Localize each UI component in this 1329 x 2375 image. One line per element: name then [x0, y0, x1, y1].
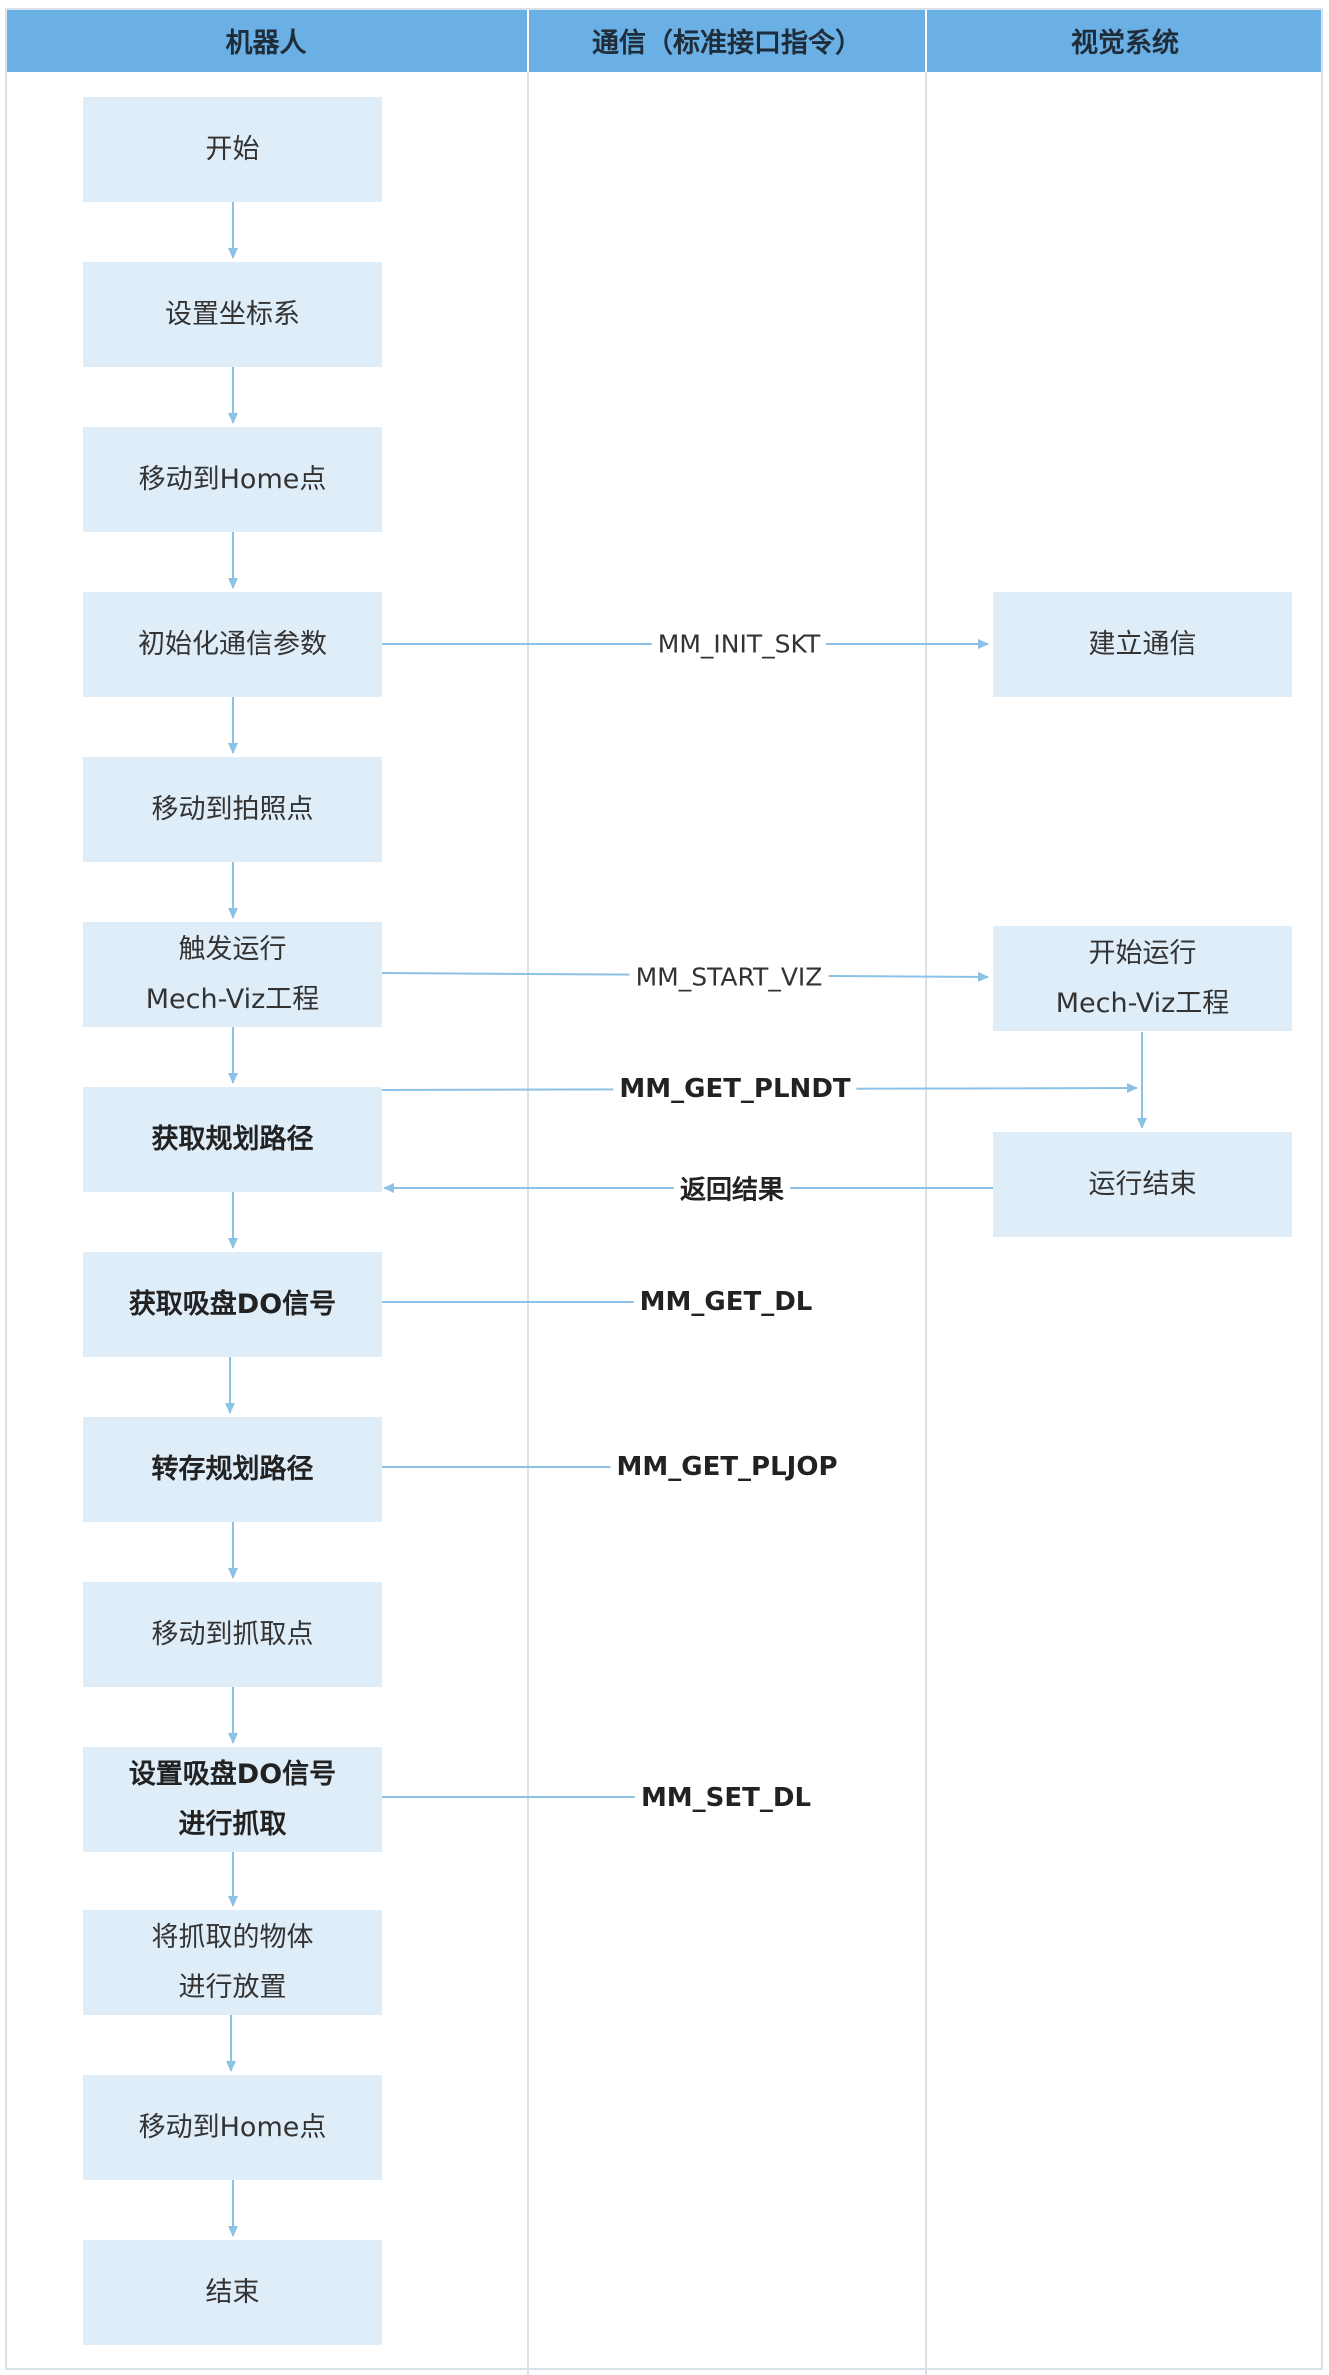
- cmd-label-set-dl: MM_SET_DL: [634, 1783, 818, 1813]
- vision-start-mech-viz-line2: Mech-Viz工程: [1055, 987, 1230, 1019]
- cmd-label-get-plndt: MM_GET_PLNDT: [613, 1074, 857, 1104]
- step-move-pick-point: 移动到抓取点: [83, 1582, 382, 1687]
- vision-run-end: 运行结束: [993, 1132, 1292, 1237]
- step-set-suction-do-pick-line2: 进行抓取: [178, 1808, 287, 1840]
- step-init-comm-params: 初始化通信参数: [83, 592, 382, 697]
- vision-start-mech-viz-line1: 开始运行: [1088, 937, 1197, 969]
- step-store-plan-path: 转存规划路径: [83, 1417, 382, 1522]
- step-move-home-2-label: 移动到Home点: [138, 2111, 327, 2143]
- lane-header-vision: 视觉系统: [927, 8, 1323, 72]
- lane-divider-comm: [527, 72, 529, 2375]
- vision-establish-comm-label: 建立通信: [1088, 628, 1197, 660]
- diagram-frame: [5, 8, 1323, 2370]
- step-move-photo-point-label: 移动到拍照点: [151, 793, 314, 825]
- cmd-label-return-result: 返回结果: [673, 1169, 791, 1207]
- step-get-suction-do-label: 获取吸盘DO信号: [128, 1288, 337, 1320]
- step-get-plan-path: 获取规划路径: [83, 1087, 382, 1192]
- lane-divider-vision: [925, 72, 927, 2375]
- cmd-label-init-skt: MM_INIT_SKT: [651, 629, 827, 659]
- step-set-coordinate-system: 设置坐标系: [83, 262, 382, 367]
- step-move-home-2: 移动到Home点: [83, 2075, 382, 2180]
- step-end-label: 结束: [205, 2276, 260, 2308]
- step-store-plan-path-label: 转存规划路径: [151, 1453, 314, 1485]
- step-end: 结束: [83, 2240, 382, 2345]
- step-set-suction-do-pick: 设置吸盘DO信号 进行抓取: [83, 1747, 382, 1852]
- step-set-suction-do-pick-line1: 设置吸盘DO信号: [128, 1758, 337, 1790]
- cmd-label-start-viz: MM_START_VIZ: [629, 962, 829, 992]
- cmd-label-get-dl: MM_GET_DL: [633, 1287, 819, 1317]
- step-start-label: 开始: [205, 133, 260, 165]
- lane-header-robot: 机器人: [5, 8, 527, 72]
- step-place-object-line2: 进行放置: [178, 1971, 287, 2003]
- lane-header-comm: 通信（标准接口指令）: [529, 8, 925, 72]
- step-move-home-1-label: 移动到Home点: [138, 463, 327, 495]
- vision-run-end-label: 运行结束: [1088, 1168, 1197, 1200]
- step-move-home-1: 移动到Home点: [83, 427, 382, 532]
- step-set-coordinate-system-label: 设置坐标系: [165, 298, 300, 330]
- vision-start-mech-viz: 开始运行 Mech-Viz工程: [993, 926, 1292, 1031]
- step-start: 开始: [83, 97, 382, 202]
- step-move-photo-point: 移动到拍照点: [83, 757, 382, 862]
- step-trigger-mech-viz-line2: Mech-Viz工程: [145, 983, 320, 1015]
- step-get-plan-path-label: 获取规划路径: [151, 1123, 314, 1155]
- step-place-object-line1: 将抓取的物体: [151, 1921, 314, 1953]
- step-trigger-mech-viz-line1: 触发运行: [178, 933, 287, 965]
- step-trigger-mech-viz: 触发运行 Mech-Viz工程: [83, 922, 382, 1027]
- step-place-object: 将抓取的物体 进行放置: [83, 1910, 382, 2015]
- vision-establish-comm: 建立通信: [993, 592, 1292, 697]
- cmd-label-get-pljop: MM_GET_PLJOP: [610, 1452, 844, 1482]
- step-get-suction-do: 获取吸盘DO信号: [83, 1252, 382, 1357]
- step-init-comm-params-label: 初始化通信参数: [138, 628, 327, 660]
- step-move-pick-point-label: 移动到抓取点: [151, 1618, 314, 1650]
